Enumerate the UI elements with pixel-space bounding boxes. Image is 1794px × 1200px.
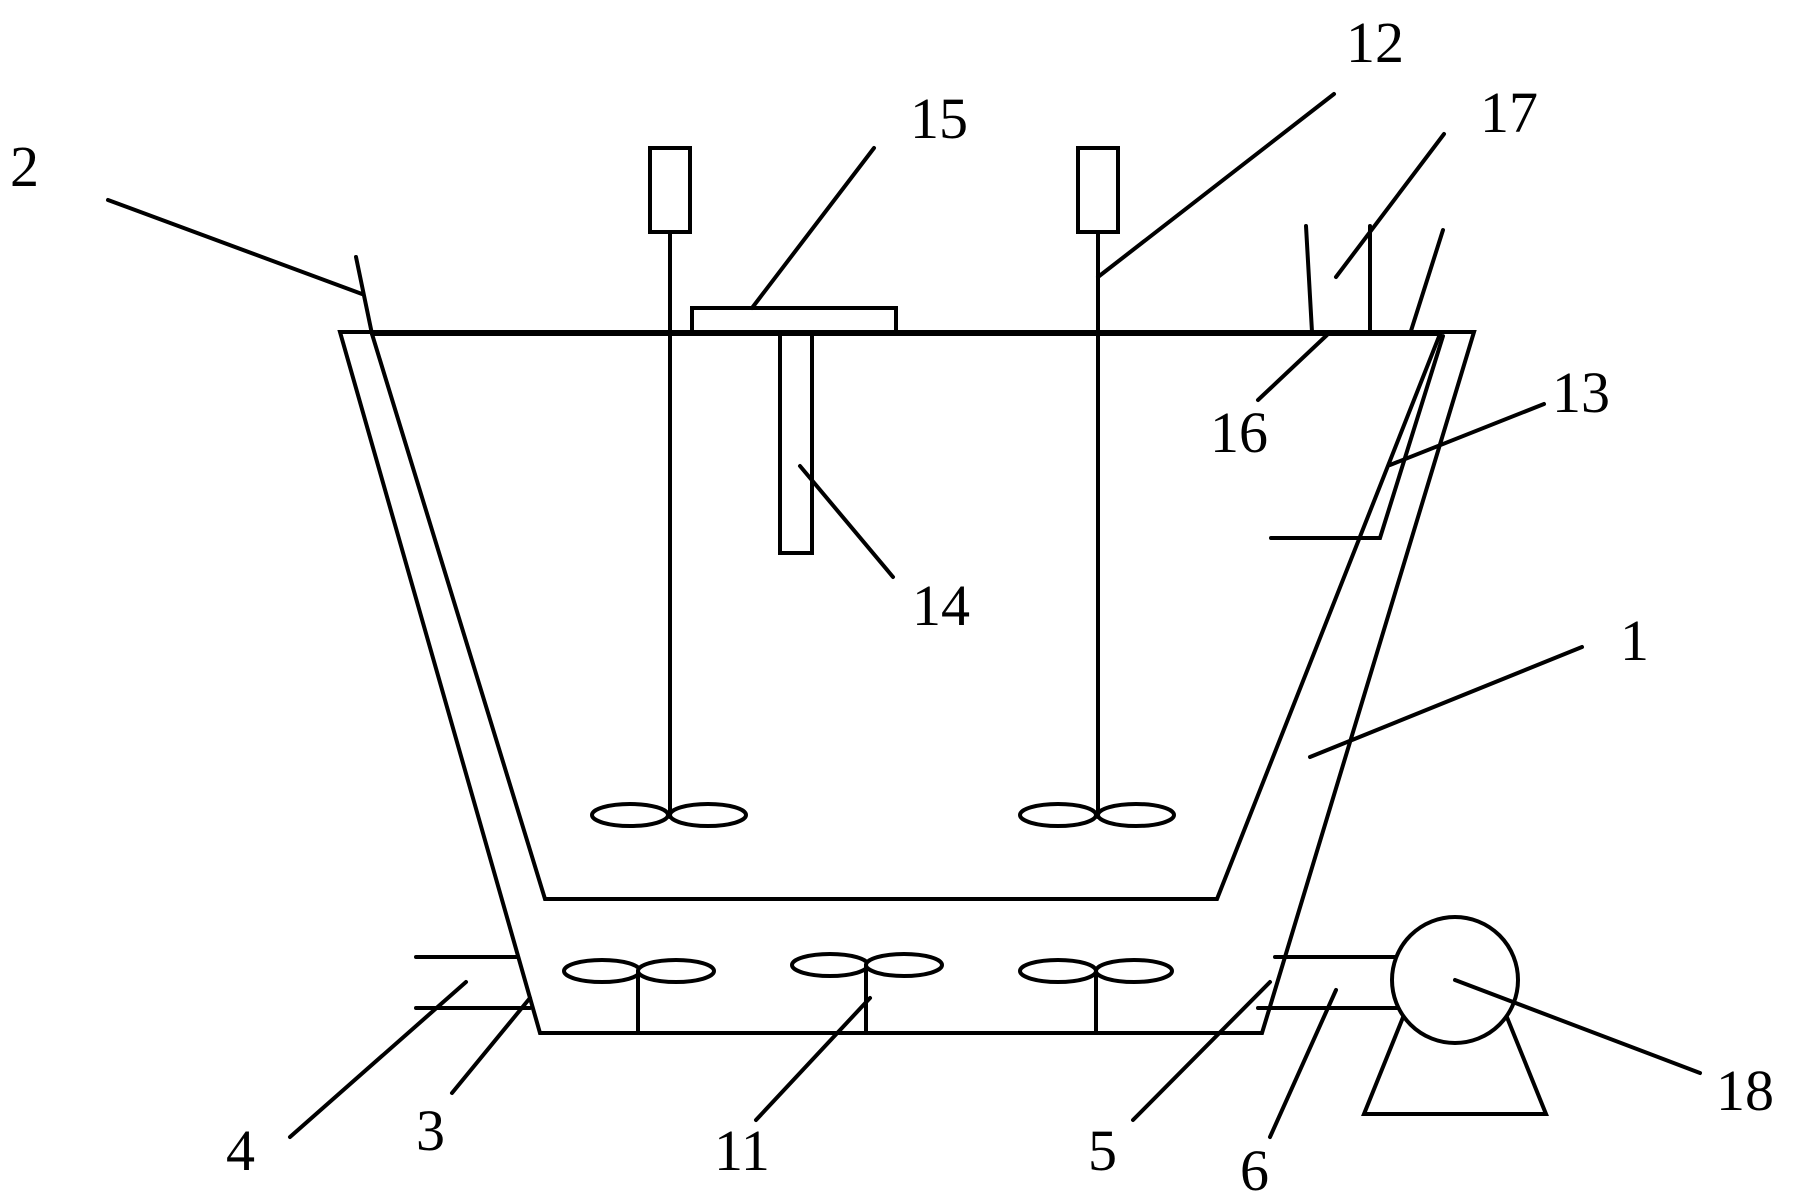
- impeller-bottom-2a: [790, 952, 870, 978]
- vent-16: [1304, 224, 1314, 334]
- label-2: 2: [10, 134, 39, 199]
- pipe-right-top: [1408, 228, 1445, 336]
- label-16: 16: [1210, 400, 1268, 465]
- inner-vessel: [369, 332, 1443, 901]
- leader-17: [1334, 132, 1446, 279]
- impeller-bottom-2b: [864, 952, 944, 978]
- leader-18: [1453, 978, 1702, 1075]
- leader-4: [288, 980, 468, 1139]
- impeller-upper-right-a: [1018, 802, 1098, 828]
- label-12: 12: [1346, 10, 1404, 75]
- impeller-bottom-1b: [636, 958, 716, 984]
- label-5: 5: [1088, 1118, 1117, 1183]
- leader-5: [1131, 980, 1272, 1122]
- label-14: 14: [912, 573, 970, 638]
- label-13: 13: [1552, 360, 1610, 425]
- leader-1: [1308, 645, 1584, 759]
- pipe-2: [354, 255, 374, 336]
- leader-15: [750, 146, 876, 310]
- leader-12: [1096, 92, 1336, 279]
- label-4: 4: [226, 1118, 255, 1183]
- leader-11: [754, 996, 872, 1122]
- label-11: 11: [714, 1118, 770, 1183]
- tube-13: [1269, 334, 1445, 540]
- label-15: 15: [910, 86, 968, 151]
- leader-3: [450, 996, 532, 1095]
- leader-2: [106, 198, 364, 296]
- impeller-upper-right-b: [1096, 802, 1176, 828]
- impeller-bottom-3b: [1094, 958, 1174, 984]
- leader-13: [1388, 402, 1546, 467]
- label-1: 1: [1620, 608, 1649, 673]
- impeller-upper-left-b: [668, 802, 748, 828]
- probe-14: [778, 332, 814, 555]
- label-17: 17: [1480, 80, 1538, 145]
- motor-left: [648, 146, 692, 234]
- lid-plate-15: [690, 306, 898, 334]
- label-3: 3: [416, 1098, 445, 1163]
- leader-14: [798, 464, 895, 579]
- leader-6: [1268, 988, 1338, 1139]
- motor-right: [1076, 146, 1120, 234]
- leader-16: [1256, 333, 1329, 402]
- label-18: 18: [1716, 1058, 1774, 1123]
- impeller-bottom-3a: [1018, 958, 1098, 984]
- impeller-upper-left-a: [590, 802, 670, 828]
- impeller-bottom-1a: [562, 958, 642, 984]
- label-6: 6: [1240, 1138, 1269, 1200]
